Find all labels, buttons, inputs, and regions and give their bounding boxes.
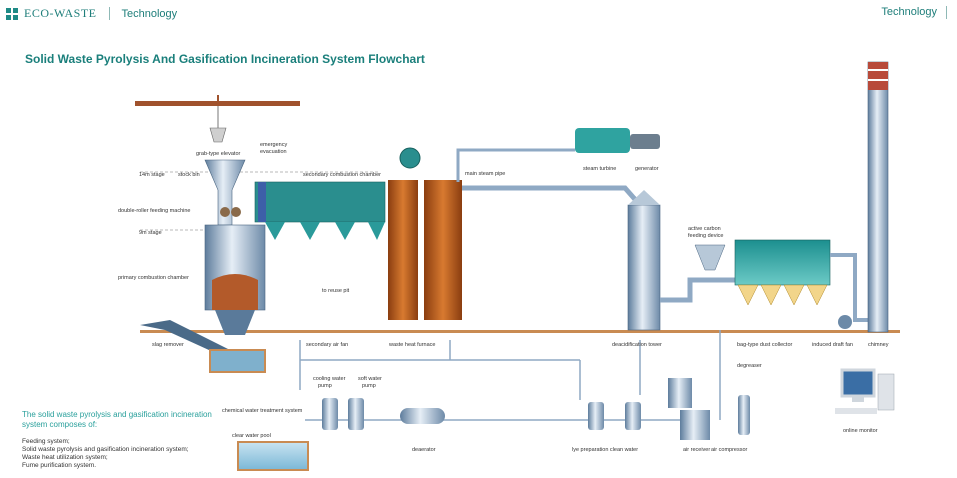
list-item: Solid waste pyrolysis and gasification i…: [22, 446, 189, 453]
brand-divider: [108, 7, 110, 20]
crane: [135, 95, 300, 143]
label-grab-elevator: grab-type elevator: [196, 151, 240, 157]
label-degreaser: degreaser: [737, 363, 762, 369]
secondary-combustion-chamber: [254, 181, 386, 240]
label-stock-bin: stock bin: [178, 172, 200, 178]
page-title: Solid Waste Pyrolysis And Gasification I…: [25, 52, 425, 66]
induced-draft-fan: [838, 315, 852, 329]
label-online-monitor: online monitor: [843, 428, 878, 434]
label-soft-pump-2: pump: [362, 383, 376, 389]
label-stage-9m: 9m stage: [139, 230, 162, 236]
label-feeding-machine: double-roller feeding machine: [118, 208, 190, 214]
list-item: Waste heat utilization system;: [22, 454, 108, 461]
degreaser-tank: [738, 395, 750, 435]
carbon-hopper: [694, 244, 726, 271]
label-carbon-feeding: active carbon: [688, 226, 721, 232]
label-air-compressor: air compressor: [711, 447, 748, 453]
lye-tank-2: [625, 402, 641, 430]
eco-waste-logo-icon: [6, 7, 18, 20]
intro-text: The solid waste pyrolysis and gasificati…: [22, 410, 212, 429]
label-secondary-fan: secondary air fan: [306, 342, 348, 348]
label-emergency-evacuation-2: evacuation: [260, 149, 287, 155]
label-lye-pool: lye preparation clean water: [572, 447, 638, 453]
flue-duct: [462, 185, 642, 207]
label-clear-pool: clear water pool: [232, 433, 271, 439]
label-deaerator: deaerator: [412, 447, 436, 453]
nav-technology[interactable]: Technology: [121, 7, 178, 20]
label-main-steam-pipe: main steam pipe: [465, 171, 505, 177]
label-induced-fan: induced draft fan: [812, 342, 853, 348]
clear-water-pool: [237, 441, 309, 471]
brand[interactable]: ECO-WASTE Technology: [6, 6, 177, 21]
label-to-reuse-pit: to reuse pit: [322, 288, 350, 294]
deacidification-tower: [627, 190, 661, 331]
bag-dust-collector: [734, 239, 831, 306]
label-dust-collector: bag-type dust collector: [737, 342, 793, 348]
main-steam-pipe: [456, 148, 575, 182]
label-chimney: chimney: [868, 342, 889, 348]
header-divider: [946, 6, 947, 19]
label-soft-pump: soft water: [358, 376, 382, 382]
air-compressor: [680, 410, 710, 440]
technology-link[interactable]: Technology: [881, 6, 937, 18]
list-item: Fume purification system.: [22, 462, 97, 469]
label-waste-heat-furnace: waste heat furnace: [388, 342, 435, 348]
label-primary-chamber: primary combustion chamber: [118, 275, 189, 281]
brand-name: ECO-WASTE: [24, 6, 97, 20]
feeding-rollers: [220, 207, 230, 217]
online-monitor: [835, 368, 895, 414]
label-chem-treatment: chemical water treatment system: [222, 408, 303, 414]
label-cooling-pump-2: pump: [318, 383, 332, 389]
air-receiver: [668, 378, 692, 408]
systems-list: Feeding system; Solid waste pyrolysis an…: [22, 438, 189, 470]
label-generator: generator: [635, 166, 659, 172]
label-slag-remover: slag remover: [152, 342, 184, 348]
label-steam-turbine: steam turbine: [583, 166, 616, 172]
chem-tank-2: [348, 398, 364, 430]
ground-line: [140, 330, 900, 333]
primary-combustion-chamber: [204, 224, 266, 335]
waste-heat-furnace: [388, 147, 462, 320]
deaerator-vessel: [400, 408, 445, 424]
label-carbon-feeding-2: feeding device: [688, 233, 723, 239]
steam-turbine-generator: [575, 128, 660, 153]
label-cooling-pump: cooling water: [313, 376, 346, 382]
chem-tank-1: [322, 398, 338, 430]
feeding-roller: [231, 207, 241, 217]
water-pipes: [299, 330, 721, 421]
label-stage-14m: 14m stage: [139, 172, 165, 178]
label-air-receiver: air receiver: [683, 447, 710, 453]
label-emergency-evacuation: emergency: [260, 142, 287, 148]
slag-pit: [209, 349, 266, 373]
list-item: Feeding system;: [22, 438, 70, 445]
label-deacidification-tower: deacidification tower: [612, 342, 662, 348]
label-secondary-chamber: secondary combustion chamber: [303, 172, 381, 178]
to-chimney-duct: [830, 253, 870, 322]
chimney: [867, 61, 889, 333]
tower-outlet-duct: [660, 277, 735, 303]
lye-tank-1: [588, 402, 604, 430]
